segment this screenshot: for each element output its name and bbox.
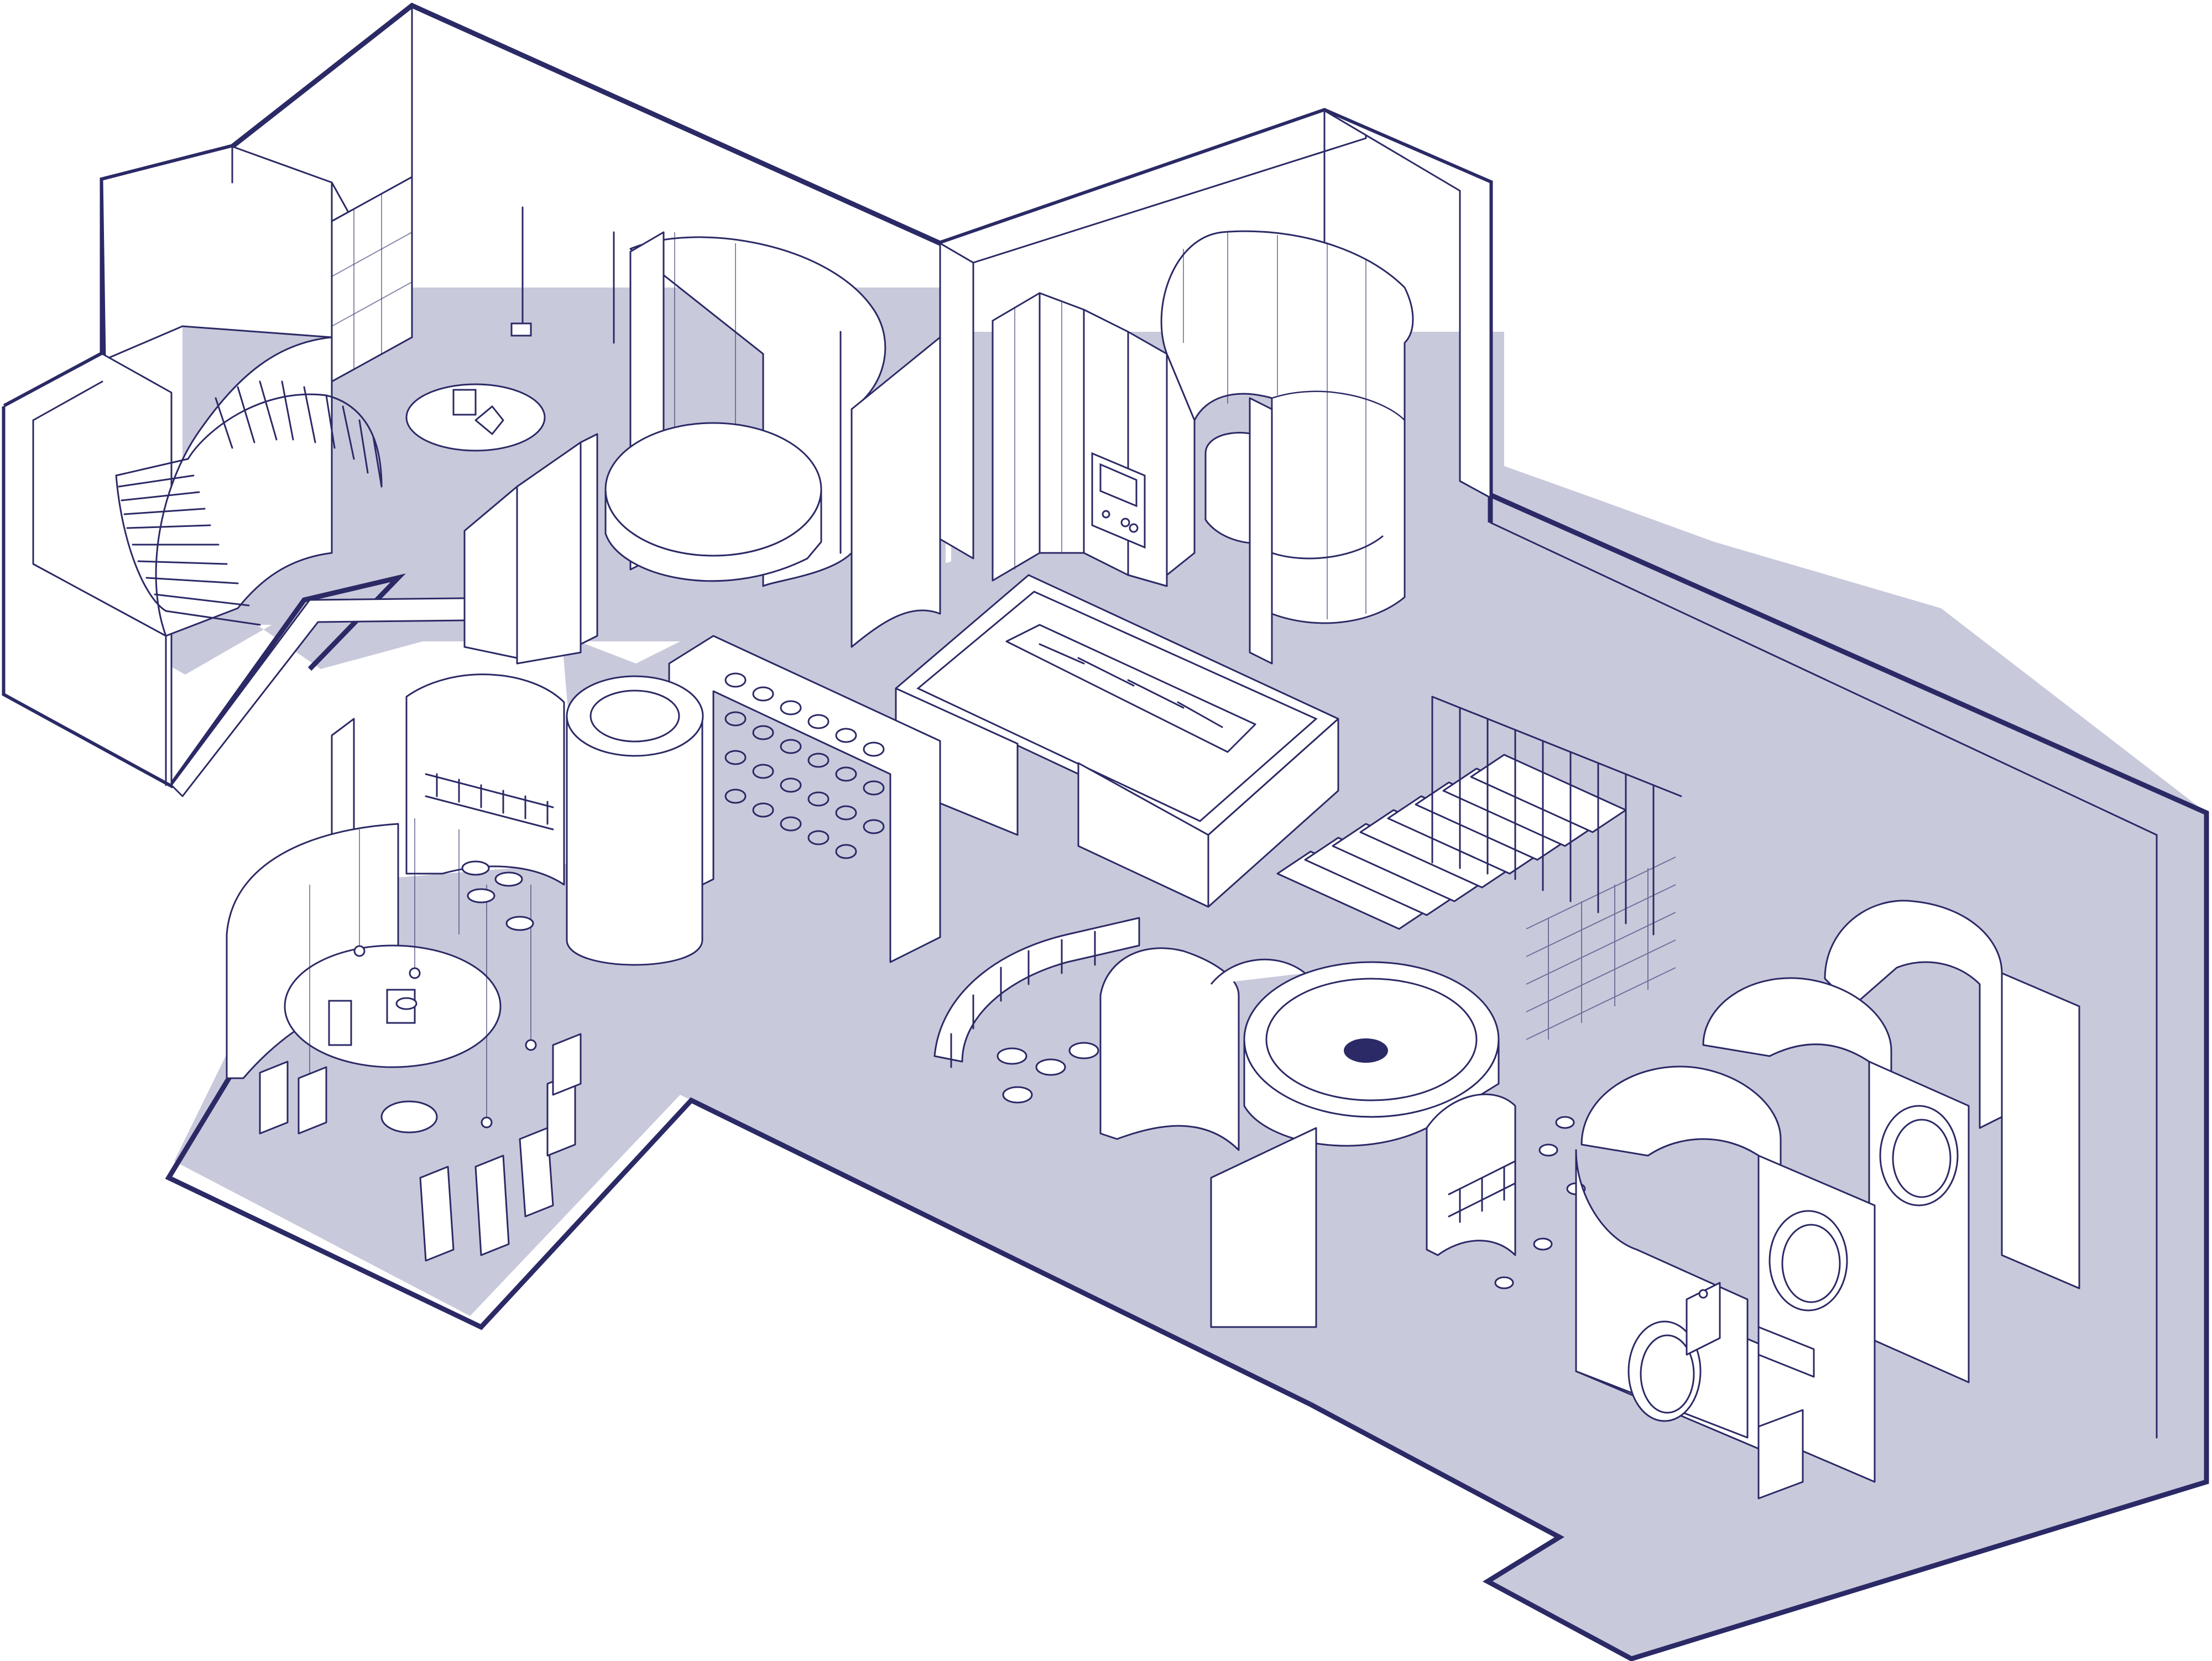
pendant-cords	[309, 818, 531, 1117]
pavilion-shelf-cubbies	[1448, 1160, 1516, 1223]
round-platform-top	[604, 422, 822, 557]
center-floor-disc	[1344, 1038, 1388, 1063]
lower-left-arcade-room	[226, 673, 582, 1262]
glass-cylinder-booth	[1160, 230, 1414, 624]
arcade-cabinets	[259, 1033, 582, 1262]
curved-display-wall	[405, 673, 565, 886]
porthole-bays	[1575, 900, 2080, 1500]
handheld-console-graphic	[1091, 452, 1146, 549]
stair-room-left-wall	[3, 353, 173, 786]
upper-right-room	[992, 230, 1414, 665]
fin-wall-grid	[1276, 696, 1682, 1040]
spiral-stair-treads	[115, 380, 383, 626]
sunken-lounge	[895, 574, 1339, 908]
curved-shelving-arc	[933, 917, 1140, 1104]
ring-pavilion	[1099, 947, 1586, 1328]
pavilion-front-wall	[1210, 1127, 1317, 1328]
console-seat	[452, 389, 477, 416]
stair-window-grid	[331, 175, 413, 383]
stair-room	[3, 175, 532, 786]
pendant-lamp	[510, 322, 532, 337]
oval-perforations	[724, 672, 885, 859]
right-wall	[1489, 494, 2208, 1439]
upper-hall	[405, 231, 941, 665]
curved-sheet-right	[851, 336, 941, 648]
round-rug	[405, 383, 546, 452]
cylinder-column	[566, 675, 704, 966]
display-cubbies	[425, 773, 554, 830]
